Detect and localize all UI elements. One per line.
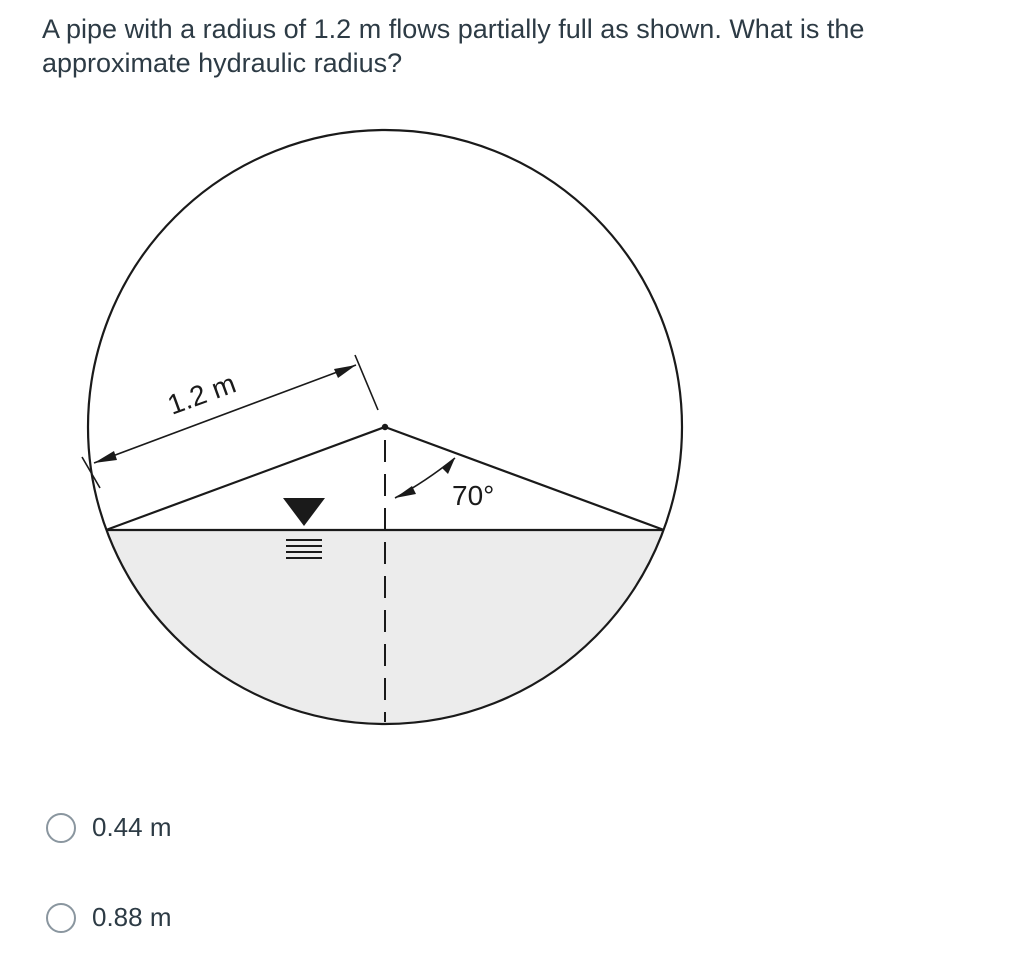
answer-option-1[interactable]: 0.44 m	[46, 812, 172, 843]
answer-option-label: 0.88 m	[92, 902, 172, 932]
answer-option-2[interactable]: 0.88 m	[46, 902, 172, 933]
pipe-outline	[86, 128, 684, 726]
angle-label: 70°	[452, 480, 494, 511]
dimension-arrowhead-left	[94, 451, 117, 463]
water-fill	[88, 530, 682, 724]
radius-line-left	[105, 425, 386, 532]
radio-button[interactable]	[46, 902, 76, 933]
dimension-extension-left	[81, 456, 101, 489]
center-point	[381, 423, 389, 431]
dimension-arrowhead-right	[334, 365, 356, 378]
angle-arrowhead-upper	[442, 458, 455, 474]
angle-arrowhead-lower	[395, 486, 416, 498]
dimension-extension-right	[354, 354, 379, 411]
water-surface-symbol	[283, 498, 325, 526]
question-text: A pipe with a radius of 1.2 m flows part…	[42, 14, 865, 78]
radius-dimension-line	[93, 364, 357, 464]
radio-button[interactable]	[46, 812, 76, 843]
radius-line-right	[384, 425, 665, 532]
answer-option-label: 0.44 m	[92, 812, 172, 842]
